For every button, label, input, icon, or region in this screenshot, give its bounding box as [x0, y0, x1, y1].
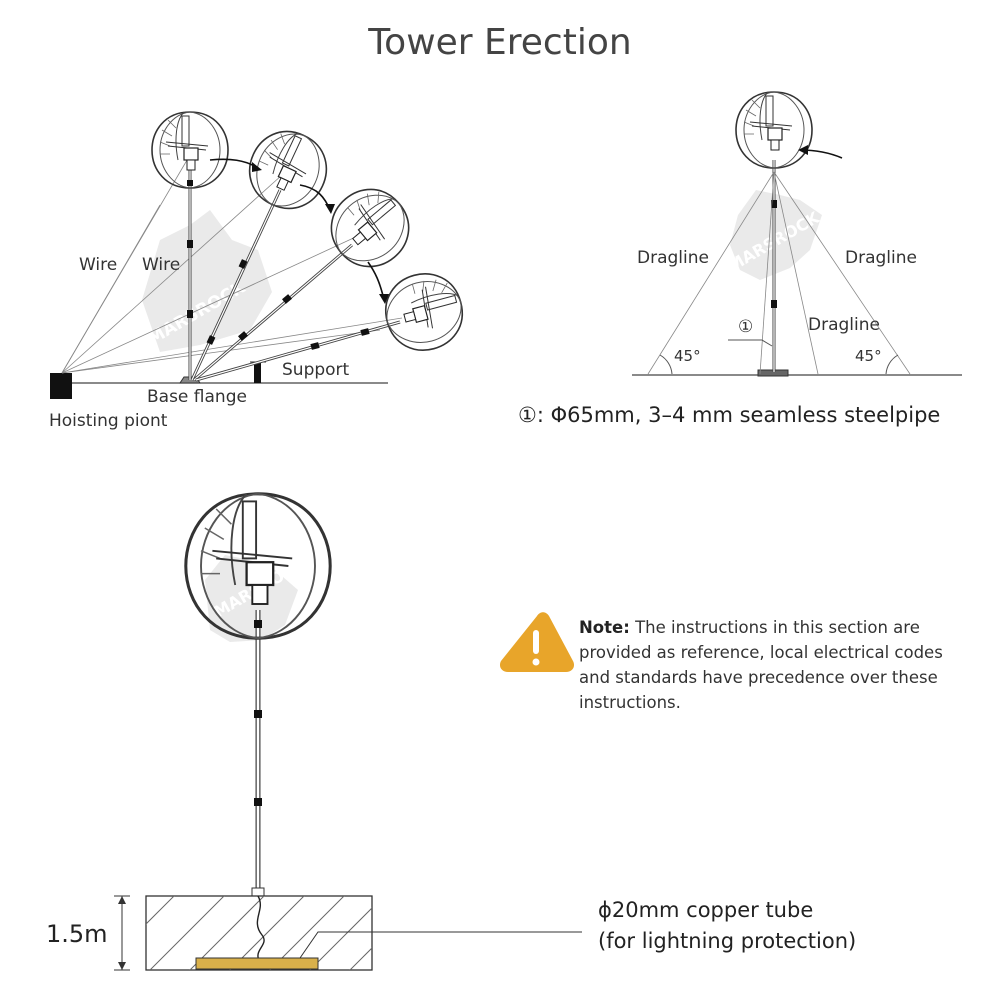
dragline-label-middle: Dragline [808, 315, 880, 335]
base-flange-label: Base flange [147, 387, 247, 407]
copper-tube-label-line-1: ϕ20mm copper tube [598, 898, 814, 922]
pole-position-1 [151, 111, 229, 380]
warning-triangle-icon [499, 612, 575, 672]
page-title: Tower Erection [368, 22, 632, 63]
depth-label: 1.5m [46, 920, 108, 948]
pole-position-4 [195, 264, 472, 382]
raising-sequence-diagram: MARSROCK [50, 111, 472, 399]
note-body: The instructions in this section are pro… [579, 618, 943, 712]
wire-label-2: Wire [142, 255, 181, 275]
copper-tube-label-line-2: (for lightning protection) [598, 929, 857, 953]
angle-label-right: 45° [855, 347, 882, 365]
angle-label-left: 45° [674, 347, 701, 365]
pole-position-3 [193, 173, 425, 382]
support-post [254, 362, 261, 383]
wires [61, 154, 403, 374]
watermark-shape-2 [730, 190, 822, 280]
pole-position-2 [190, 118, 340, 381]
hoisting-point-block [50, 373, 72, 399]
dragline-diagram: MARSROCK [632, 91, 962, 377]
support-label: Support [282, 360, 350, 380]
pipe-spec-label: ①: Φ65mm, 3–4 mm seamless steelpipe [518, 403, 941, 427]
callout-marker: ① [738, 317, 754, 337]
note-heading: Note: [579, 618, 630, 637]
note-text: Note: The instructions in this section a… [579, 615, 975, 715]
watermark-shape [142, 210, 272, 352]
wire-label-1: Wire [79, 255, 118, 275]
hoisting-point-label: Hoisting piont [49, 411, 168, 431]
installed-tower-diagram: MARSROCK [114, 492, 582, 971]
copper-tube [195, 957, 319, 970]
dragline-label-right: Dragline [845, 248, 917, 268]
dragline-label-left: Dragline [637, 248, 709, 268]
